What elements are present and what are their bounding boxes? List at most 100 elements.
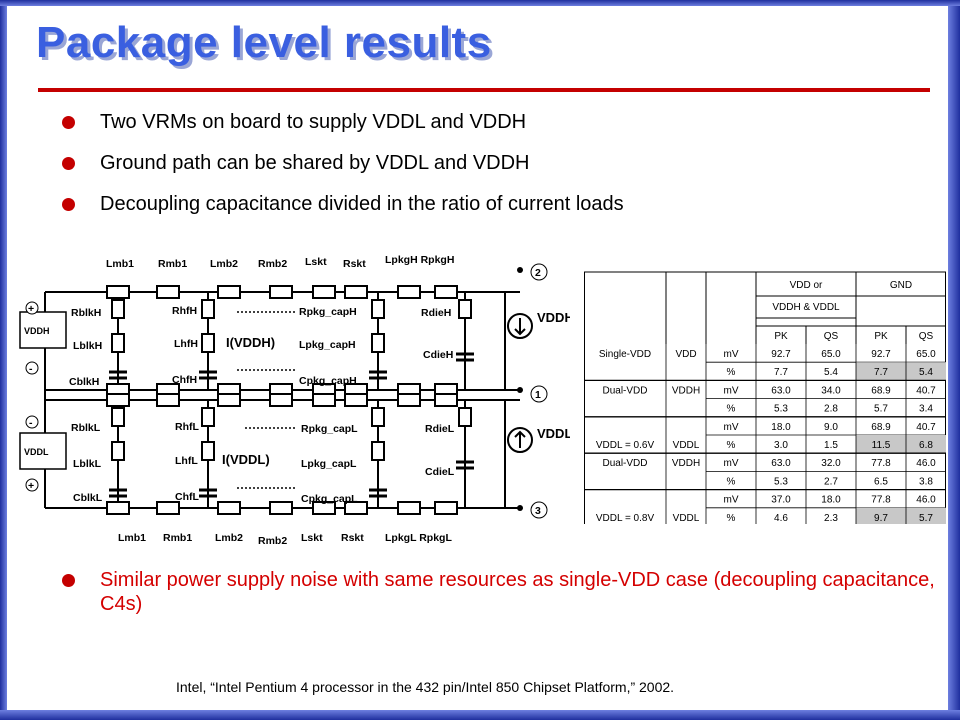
bullet-item: Ground path can be shared by VDDL and VD…	[58, 151, 918, 175]
component-label: LhfH	[174, 338, 198, 350]
table-cell: 1.5	[824, 440, 838, 451]
table-cell: 65.0	[821, 349, 841, 360]
table-cell: 40.7	[916, 422, 936, 433]
component-label: Lpkg_capH	[299, 339, 356, 351]
table-cell: 40.7	[916, 385, 936, 396]
table-unit: mV	[724, 422, 739, 433]
table-unit: mV	[724, 385, 739, 396]
table-cell: 37.0	[771, 495, 791, 506]
component-label: CdieL	[425, 466, 455, 478]
table-cell: 68.9	[871, 385, 891, 396]
table-cell: 34.0	[821, 385, 841, 396]
table-cell: 68.9	[871, 422, 891, 433]
table-unit: mV	[724, 458, 739, 469]
table-cell: 5.3	[774, 404, 788, 415]
rail-label: Lskt	[301, 532, 323, 544]
table-config: Dual-VDD	[602, 385, 647, 396]
table-cell: 32.0	[821, 458, 841, 469]
slide-frame-bottom	[0, 710, 960, 720]
vrm-high-label: VDDH	[24, 326, 50, 336]
table-cell-shaded	[856, 507, 906, 524]
capacitor-plates	[109, 352, 474, 498]
table-cell: 46.0	[916, 495, 936, 506]
table-rail: VDDH	[672, 458, 700, 469]
table-rail: VDDL	[673, 440, 700, 451]
component-label: LhfL	[175, 455, 198, 467]
table-cell: 77.8	[871, 458, 891, 469]
bullet-list: Two VRMs on board to supply VDDL and VDD…	[58, 110, 918, 233]
table-header: GND	[890, 280, 912, 291]
component-label: Cpkg_capH	[299, 375, 357, 387]
table-cell: 5.7	[874, 404, 888, 415]
table-cell: 3.0	[774, 440, 788, 451]
component-label: Lpkg_capL	[301, 458, 357, 470]
component-label: Rpkg_capL	[301, 423, 358, 435]
table-cell: 5.4	[824, 367, 838, 378]
vrm-low-box	[19, 432, 67, 470]
table-cell: 6.8	[919, 440, 933, 451]
rail-label: LpkgH RpkgH	[385, 254, 454, 266]
component-label: RdieL	[425, 423, 455, 435]
vrm-high-box	[19, 311, 67, 349]
table-rail: VDD	[675, 349, 696, 360]
table-config: Dual-VDD	[602, 458, 647, 469]
bullet-item: Decoupling capacitance divided in the ra…	[58, 192, 918, 216]
current-arrows	[237, 311, 295, 489]
table-cell: 63.0	[771, 385, 791, 396]
rail-label: Lmb1	[106, 258, 134, 270]
table-subheader: QS	[919, 331, 934, 342]
table-cell: 6.5	[874, 476, 888, 487]
table-cell: 2.3	[824, 513, 838, 524]
table-cell: 18.0	[821, 495, 841, 506]
component-label: CdieH	[423, 349, 453, 361]
rail-label: Lmb2	[215, 532, 243, 544]
component-label: RblkH	[71, 307, 101, 319]
table-cell: 5.3	[774, 476, 788, 487]
table-cell-shaded	[906, 362, 946, 381]
slide-frame-left	[0, 0, 7, 720]
table-unit: %	[727, 476, 736, 487]
polarity-markers	[25, 301, 39, 492]
rail-label: Lmb1	[118, 532, 146, 544]
table-cell: 92.7	[771, 349, 791, 360]
table-cell: 11.5	[872, 440, 891, 451]
slide-frame-right	[948, 0, 960, 720]
node-number-circles	[530, 263, 548, 519]
current-label-low: I(VDDL)	[222, 452, 270, 467]
table-cell: 18.0	[771, 422, 791, 433]
table-rail: VDDL	[673, 513, 700, 524]
node-label: 1	[535, 389, 541, 401]
table-border	[584, 271, 946, 524]
title-rule	[38, 88, 930, 92]
load-label-high: VDDH Load	[537, 310, 570, 325]
load-label-high-text: VDDH Load	[537, 310, 570, 325]
component-label: RdieH	[421, 307, 451, 319]
table-header: VDD or	[790, 280, 823, 291]
rail-label: Rmb2	[258, 535, 287, 547]
component-label: Cpkg_capL	[301, 493, 358, 505]
table-cell: 77.8	[871, 495, 891, 506]
slide-title: Package level results	[36, 18, 492, 67]
citation: Intel, “Intel Pentium 4 processor in the…	[176, 679, 675, 695]
component-label: LblkL	[73, 458, 102, 470]
bullet-item: Two VRMs on board to supply VDDL and VDD…	[58, 110, 918, 134]
rail-label: Lmb2	[210, 258, 238, 270]
table-unit: %	[727, 367, 736, 378]
rail-components	[106, 285, 458, 515]
table-unit: mV	[724, 495, 739, 506]
shunt-components	[111, 299, 472, 461]
table-cell-shaded	[856, 435, 906, 454]
table-cell-shaded	[906, 435, 946, 454]
table-unit: mV	[724, 349, 739, 360]
circuit-diagram: VDDH VDDL + - - + 2 1 3	[19, 254, 570, 547]
component-label: Rpkg_capH	[299, 306, 357, 318]
load-label-low-text: VDDL Load	[537, 426, 570, 441]
rail-label: Rmb1	[158, 258, 187, 270]
rail-label: Rmb2	[258, 258, 287, 270]
component-label: RhfL	[175, 421, 199, 433]
load-arrows	[514, 318, 526, 448]
table-unit: %	[727, 404, 736, 415]
table-unit: %	[727, 513, 736, 524]
component-label: RblkL	[71, 422, 101, 434]
